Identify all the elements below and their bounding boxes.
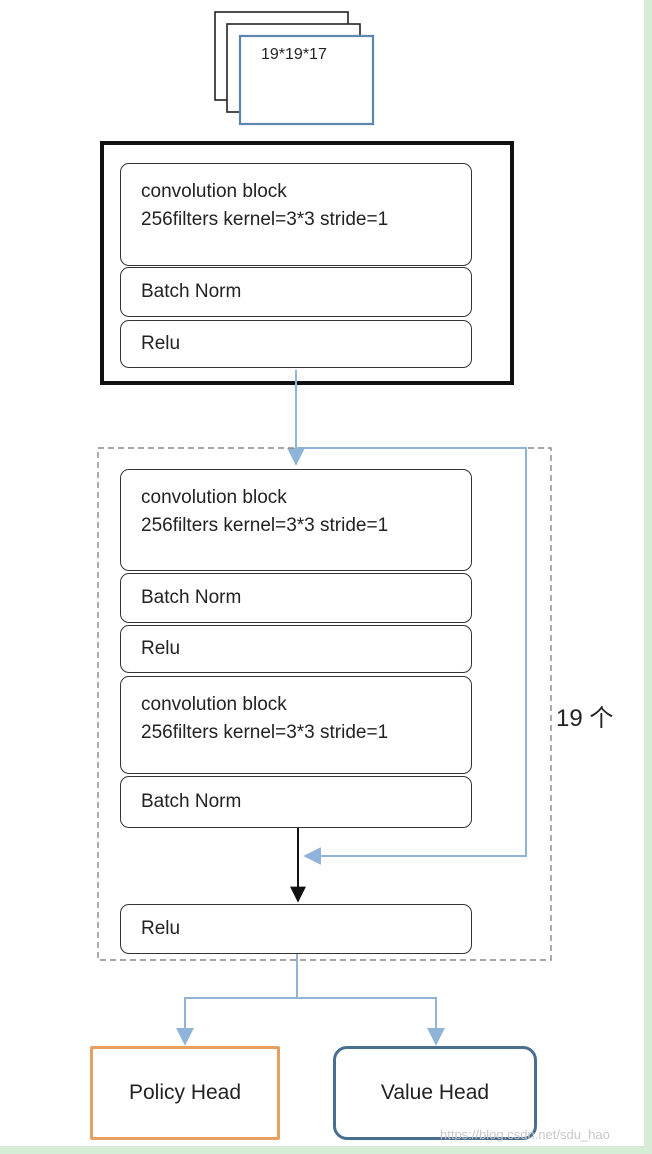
residual-bn1-label: Batch Norm bbox=[141, 587, 242, 608]
skip-connection-arrow bbox=[296, 447, 527, 865]
input-plane-front bbox=[238, 34, 375, 126]
residual-conv-block-1: convolution block 256filters kernel=3*3 … bbox=[120, 469, 472, 571]
policy-head: Policy Head bbox=[90, 1046, 280, 1140]
residual-relu-2: Relu bbox=[120, 904, 472, 954]
residual-batch-norm-1: Batch Norm bbox=[120, 573, 472, 623]
residual-relu1-label: Relu bbox=[141, 638, 181, 659]
stem-conv-block: convolution block 256filters kernel=3*3 … bbox=[120, 163, 472, 266]
residual-block-frame bbox=[97, 447, 552, 961]
policy-head-label: Policy Head bbox=[128, 1081, 242, 1104]
residual-conv-block-2: convolution block 256filters kernel=3*3 … bbox=[120, 676, 472, 774]
value-head: Value Head bbox=[333, 1046, 537, 1140]
input-shape-label: 19*19*17 bbox=[261, 46, 327, 63]
stem-batch-norm: Batch Norm bbox=[120, 267, 472, 317]
stem-relu-label: Relu bbox=[141, 333, 181, 354]
residual-batch-norm-2: Batch Norm bbox=[120, 776, 472, 828]
stem-relu: Relu bbox=[120, 320, 472, 368]
to-policy-head-arrow bbox=[176, 997, 297, 1046]
watermark: https://blog.csdn.net/sdu_hao bbox=[440, 1127, 610, 1142]
value-head-label: Value Head bbox=[380, 1081, 490, 1104]
residual-relu2-label: Relu bbox=[141, 918, 181, 939]
residual-conv2-params: 256filters kernel=3*3 stride=1 bbox=[141, 722, 389, 743]
stem-frame bbox=[100, 141, 514, 385]
residual-bn2-label: Batch Norm bbox=[141, 791, 242, 812]
residual-conv2-title: convolution block bbox=[141, 694, 287, 715]
to-value-head-arrow bbox=[297, 997, 445, 1046]
residual-relu-1: Relu bbox=[120, 625, 472, 673]
repeat-count-label: 19 个 bbox=[556, 705, 614, 732]
stem-conv-title: convolution block bbox=[141, 181, 287, 202]
residual-conv1-title: convolution block bbox=[141, 487, 287, 508]
stem-conv-params: 256filters kernel=3*3 stride=1 bbox=[141, 209, 389, 230]
residual-conv1-params: 256filters kernel=3*3 stride=1 bbox=[141, 515, 389, 536]
stem-batch-norm-label: Batch Norm bbox=[141, 281, 242, 302]
